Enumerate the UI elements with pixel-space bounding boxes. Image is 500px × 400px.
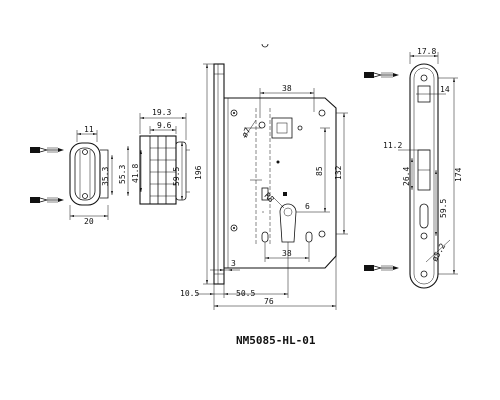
dim-bottom-76: 76 bbox=[264, 297, 274, 306]
dim-body-h2: 132 bbox=[334, 165, 343, 180]
dim-bolt-top-1: 19.3 bbox=[152, 108, 171, 117]
dim-step-3: 3 bbox=[231, 259, 236, 268]
dim-cyl-offset: 6 bbox=[305, 202, 310, 211]
dim-side-59-5: 59.5 bbox=[439, 199, 448, 218]
dim-body-top: 38 bbox=[282, 84, 292, 93]
dim-side-14: 14 bbox=[440, 85, 450, 94]
strike-plate bbox=[69, 142, 109, 206]
strike-screw-bottom bbox=[30, 197, 64, 203]
lock-faceplate bbox=[213, 63, 225, 285]
lock-body bbox=[224, 43, 337, 269]
side-screw-top bbox=[364, 72, 399, 78]
dim-side-hole: ø5.2 bbox=[430, 242, 448, 263]
dim-body-h1: 85 bbox=[315, 166, 324, 176]
dim-strike-width: 11 bbox=[84, 125, 94, 134]
dim-bottom-10-5: 10.5 bbox=[180, 289, 199, 298]
dim-strike-h1: 35.3 bbox=[101, 167, 110, 186]
dim-bottom-50-5: 50.5 bbox=[236, 289, 255, 298]
dim-side-174: 174 bbox=[454, 167, 463, 182]
drawing-caption: NM5085-HL-01 bbox=[236, 334, 316, 347]
lock-body-dimensions: 38 ø7 85 132 6 R8 38 3 bbox=[180, 84, 348, 310]
dim-bolt-h2: 41.8 bbox=[131, 164, 140, 183]
faceplate-height-dim: 196 bbox=[194, 63, 214, 285]
dim-side-width: 17.8 bbox=[417, 47, 436, 56]
dim-faceplate-height: 196 bbox=[194, 165, 203, 180]
side-screw-bottom bbox=[364, 265, 399, 271]
dim-side-26-4: 26.4 bbox=[402, 167, 411, 186]
strike-dimensions: 11 20 35.3 bbox=[69, 125, 113, 226]
dim-side-11-2: 11.2 bbox=[383, 141, 402, 150]
dim-bolt-h1: 55.3 bbox=[118, 165, 127, 184]
dim-spindle-dia: ø7 bbox=[240, 126, 253, 139]
latch-bolt-dimensions: 19.3 9.6 55.3 41.8 59.5 bbox=[118, 108, 187, 200]
dim-bolt-top-2: 9.6 bbox=[157, 121, 172, 130]
dim-cyl-bottom: 38 bbox=[282, 249, 292, 258]
dim-strike-bottom-width: 20 bbox=[84, 217, 94, 226]
strike-screw-top bbox=[30, 147, 64, 153]
dim-bolt-h3: 59.5 bbox=[172, 167, 181, 186]
dim-cyl-radius: R8 bbox=[263, 191, 276, 204]
latch-bolt bbox=[139, 135, 190, 205]
